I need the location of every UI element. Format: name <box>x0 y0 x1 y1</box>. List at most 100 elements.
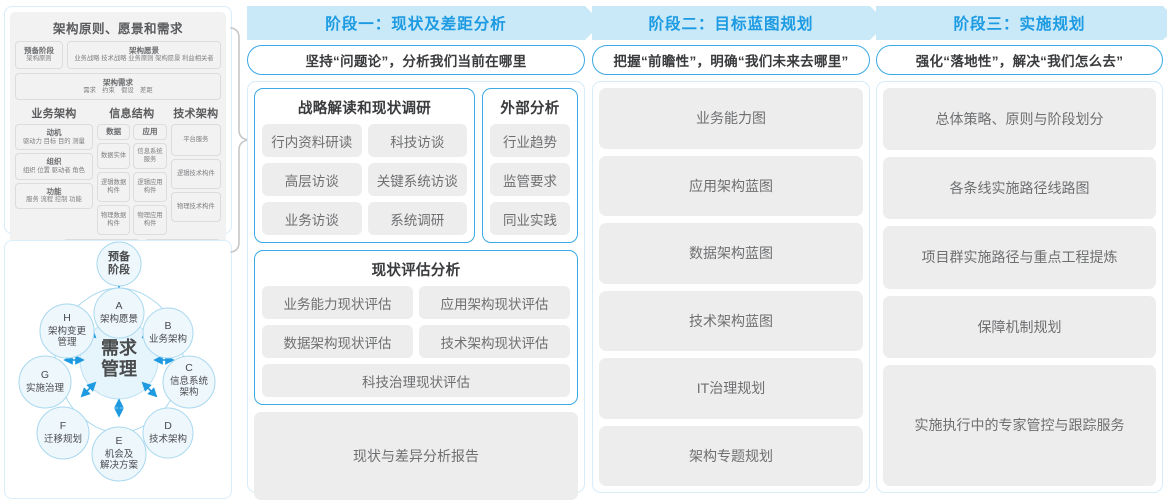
phase-1-chevron-icon <box>585 6 602 40</box>
external-analysis-card: 外部分析 行业趋势 监管要求 同业实践 <box>482 88 578 243</box>
implementation-item[interactable]: 项目群实施路径与重点工程提炼 <box>883 226 1156 289</box>
implementation-item[interactable]: 实施执行中的专家管控与跟踪服务 <box>883 364 1156 487</box>
framework-vision-box: 架构愿景 业务战略 技术战略 业务原则 架构愿景 利益相关者 <box>67 41 221 69</box>
external-analysis-title: 外部分析 <box>500 101 560 117</box>
adm-svg: 需求 管理 预备 阶段 <box>18 241 216 482</box>
svg-text:管理: 管理 <box>57 336 77 348</box>
assessment-item[interactable]: 业务能力现状评估 <box>262 286 413 319</box>
adm-node-b <box>142 307 194 359</box>
vision-sub: 业务战略 技术战略 业务原则 架构愿景 利益相关者 <box>74 55 214 63</box>
left-column: 架构原则、愿景和需求 预备阶段 架构原则 架构愿景 业务战略 技术战略 业务原则… <box>4 6 232 499</box>
svg-text:G: G <box>41 369 49 381</box>
prelim-sub: 架构原则 <box>26 55 52 63</box>
cell-head: 功能 <box>46 186 62 196</box>
phase-1-top-row: 战略解读和现状调研 行内资料研读 科技访谈 高层访谈 关键系统访谈 业务访谈 系… <box>254 88 578 243</box>
adm-node-e <box>91 426 147 482</box>
framework-column-business: 业务架构 动机 驱动力 目标 目的 测量 组织 组织 位置 驱动者 角色 <box>15 104 93 236</box>
cell-sub: 服务 流程 控制 功能 <box>26 196 82 204</box>
vision-head: 架构愿景 <box>129 46 159 55</box>
strategy-item[interactable]: 高层访谈 <box>262 163 362 196</box>
strategy-item[interactable]: 科技访谈 <box>367 124 467 157</box>
phase-1-header: 阶段一：现状及差距分析 <box>247 6 602 40</box>
svg-text:B: B <box>164 320 171 332</box>
adm-prelim-line1: 预备 <box>108 249 131 263</box>
svg-text:架构愿景: 架构愿景 <box>100 313 138 325</box>
external-analysis-items: 行业趋势 监管要求 同业实践 <box>490 124 570 235</box>
blueprint-item[interactable]: 架构专题规划 <box>599 425 863 486</box>
adm-prelim-line2: 阶段 <box>108 262 130 276</box>
technology-cell: 平台服务 <box>170 124 221 157</box>
application-head: 应用 <box>133 124 167 141</box>
business-column-head: 业务架构 <box>31 108 77 121</box>
information-subcolumn-application: 应用 信息系统服务 逻辑应用构件 物理应用构件 <box>133 124 167 236</box>
svg-text:F: F <box>60 420 66 432</box>
blueprint-item[interactable]: 技术架构蓝图 <box>599 290 863 351</box>
svg-text:信息系统: 信息系统 <box>170 375 209 387</box>
data-cell: 数据实体 <box>96 143 131 170</box>
adm-center-line2: 管理 <box>101 358 137 379</box>
blueprint-item[interactable]: 业务能力图 <box>599 88 863 149</box>
technology-column-head: 技术架构 <box>173 108 219 121</box>
assessment-full-row: 科技治理现状评估 <box>262 364 570 397</box>
framework-prelim-box: 预备阶段 架构原则 <box>15 41 63 69</box>
external-item[interactable]: 同业实践 <box>490 202 570 235</box>
framework-row-vision: 预备阶段 架构原则 架构愿景 业务战略 技术战略 业务原则 架构愿景 利益相关者 <box>15 41 221 69</box>
strategy-item[interactable]: 系统调研 <box>367 202 467 235</box>
technology-cell: 物理技术构件 <box>170 192 221 223</box>
svg-text:业务架构: 业务架构 <box>149 333 187 345</box>
implementation-item[interactable]: 保障机制规划 <box>883 295 1156 358</box>
implementation-item[interactable]: 各条线实施路径线路图 <box>883 157 1156 220</box>
blueprint-item[interactable]: 数据架构蓝图 <box>599 223 863 284</box>
implementation-item[interactable]: 总体策略、原则与阶段划分 <box>883 88 1156 151</box>
assessment-item[interactable]: 应用架构现状评估 <box>419 286 570 319</box>
svg-text:技术架构: 技术架构 <box>149 433 187 445</box>
external-item[interactable]: 行业趋势 <box>490 124 570 157</box>
framework-column-technology: 技术架构 平台服务 逻辑技术构件 物理技术构件 <box>170 104 221 236</box>
assessment-item[interactable]: 技术架构现状评估 <box>419 325 570 358</box>
external-item[interactable]: 监管要求 <box>490 163 570 196</box>
cell-sub: 驱动力 目标 目的 测量 <box>22 137 85 145</box>
assessment-item[interactable]: 数据架构现状评估 <box>262 325 413 358</box>
blueprint-item[interactable]: 应用架构蓝图 <box>599 155 863 216</box>
blueprint-item[interactable]: IT治理规划 <box>599 358 863 419</box>
strategy-item[interactable]: 关键系统访谈 <box>367 163 467 196</box>
assessment-title: 现状评估分析 <box>371 263 461 279</box>
togaf-content-framework: 架构原则、愿景和需求 预备阶段 架构原则 架构愿景 业务战略 技术战略 业务原则… <box>4 6 232 282</box>
information-subcolumns: 数据 数据实体 逻辑数据构件 物理数据构件 <box>96 124 167 236</box>
gap-analysis-report[interactable]: 现状与差异分析报告 <box>254 412 578 500</box>
framework-title: 架构原则、愿景和需求 <box>52 22 183 36</box>
strategy-research-title: 战略解读和现状调研 <box>297 101 432 117</box>
business-cells: 动机 驱动力 目标 目的 测量 组织 组织 位置 驱动者 角色 功能 服务 流程… <box>15 124 93 209</box>
phase-3-body: 总体策略、原则与阶段划分 各条线实施路径线路图 项目群实施路径与重点工程提炼 保… <box>876 81 1163 493</box>
phase-3-column: 阶段三：实施规划 强化“落地性”，解决“我们怎么去” 总体策略、原则与阶段划分 … <box>876 6 1167 493</box>
phase-2-column: 阶段二：目标蓝图规划 把握“前瞻性”，明确“我们未来去哪里” 业务能力图 应用架… <box>592 6 887 493</box>
information-subcolumn-data: 数据 数据实体 逻辑数据构件 物理数据构件 <box>96 124 131 236</box>
strategy-item[interactable]: 业务访谈 <box>262 202 362 235</box>
adm-node-g <box>18 355 72 409</box>
requirements-head: 架构需求 <box>103 77 133 87</box>
adm-node-a <box>93 287 145 339</box>
assessment-item-full[interactable]: 科技治理现状评估 <box>262 364 570 397</box>
phase-2-chevron-icon <box>870 6 887 40</box>
information-column-head: 信息结构 <box>109 108 155 121</box>
application-cell: 逻辑应用构件 <box>133 172 167 203</box>
phase-3-subtitle: 强化“落地性”，解决“我们怎么去” <box>876 45 1163 75</box>
prelim-head: 预备阶段 <box>24 46 54 55</box>
requirements-sub: 需求 约束 假设 差距 <box>83 86 153 94</box>
strategy-item[interactable]: 行内资料研读 <box>262 124 362 157</box>
svg-text:C: C <box>185 362 193 374</box>
svg-text:实施治理: 实施治理 <box>26 382 65 394</box>
data-cell: 逻辑数据构件 <box>96 172 131 203</box>
framework-requirements-box: 架构需求 需求 约束 假设 差距 <box>15 72 221 101</box>
svg-text:D: D <box>164 420 172 432</box>
phase-2-body: 业务能力图 应用架构蓝图 数据架构蓝图 技术架构蓝图 IT治理规划 架构专题规划 <box>592 81 870 493</box>
strategy-research-card: 战略解读和现状调研 行内资料研读 科技访谈 高层访谈 关键系统访谈 业务访谈 系… <box>254 88 475 243</box>
svg-text:E: E <box>115 435 122 447</box>
svg-text:解决方案: 解决方案 <box>100 459 139 471</box>
adm-node-h <box>39 303 95 359</box>
business-cell: 功能 服务 流程 控制 功能 <box>15 182 93 209</box>
svg-text:架构: 架构 <box>179 386 198 398</box>
adm-cycle-diagram: 需求 管理 预备 阶段 <box>4 240 232 499</box>
strategy-research-items: 行内资料研读 科技访谈 高层访谈 关键系统访谈 业务访谈 系统调研 <box>262 124 467 235</box>
